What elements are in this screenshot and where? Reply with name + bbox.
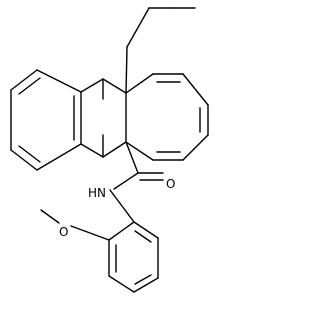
- aryl-to-methoxy-oxygen-bond: [70, 225, 110, 241]
- left-ring-bond: [10, 149, 38, 171]
- propyl-bond-1: [126, 7, 150, 48]
- methoxyphenyl-ring: [108, 221, 159, 293]
- aryl-ring-double-bond: [134, 274, 152, 285]
- aryl-ring-bond: [133, 277, 159, 293]
- aryl-ring-double-bond: [134, 230, 152, 243]
- carbonyl-oxygen-label: O: [166, 177, 175, 191]
- aryl-ring-bond: [108, 275, 135, 293]
- methoxy-oxygen-label: O: [59, 225, 68, 239]
- carbonyl-to-nitrogen-bond: [113, 172, 139, 190]
- left-ring-double-bond: [18, 77, 41, 95]
- ethano-bridge: [80, 46, 128, 158]
- aryl-ring-bond: [133, 221, 159, 239]
- bridge-bottom-left: [80, 143, 104, 158]
- left-ring-bond: [36, 143, 82, 171]
- bridge-propyl-carbon: [125, 46, 128, 94]
- bridge-bottom-right: [102, 141, 127, 158]
- bridge-top-left: [80, 78, 104, 93]
- amide-nitrogen-label: HN: [88, 186, 106, 200]
- bridge-top-right: [102, 78, 127, 94]
- aryl-ring-bond: [108, 221, 135, 241]
- right-ring-bond: [125, 141, 154, 161]
- methoxy-oxygen-to-methyl-bond: [40, 209, 60, 224]
- bridgehead-to-carbonyl-bond: [125, 141, 139, 174]
- molecule-drawing: O HN O: [10, 7, 209, 293]
- right-ring-bond: [125, 73, 154, 94]
- left-ring-double-bond: [18, 145, 41, 163]
- propyl-chain: [126, 7, 196, 48]
- right-ring-bond: [182, 73, 209, 106]
- methoxy-group: [40, 209, 110, 241]
- left-benzene-ring: [10, 69, 82, 171]
- left-ring-bond: [36, 69, 82, 93]
- nitrogen-to-aryl-bond: [109, 189, 135, 223]
- right-ring-bond: [182, 134, 209, 161]
- left-ring-bond: [10, 69, 38, 91]
- right-benzene-ring: [125, 73, 209, 161]
- carboxamide-group: [113, 141, 164, 190]
